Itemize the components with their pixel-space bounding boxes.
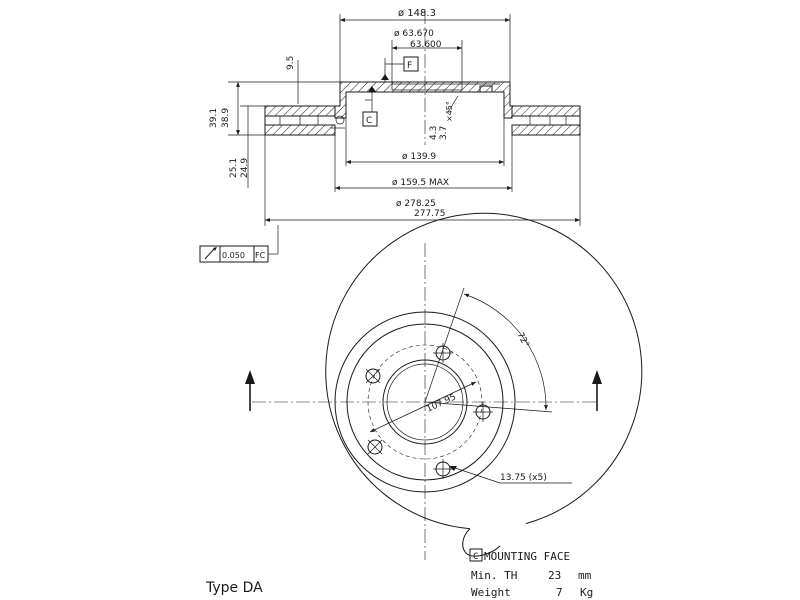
datum-c-label: C [366,116,372,126]
dim-angle: 72° [424,287,553,413]
dim-278-min-label: 277.75 [414,209,446,219]
hub-hat [334,81,513,119]
chamfer-b-label: 3.7 [439,126,449,140]
dim-39: 39.1 38.9 [209,81,290,136]
dim-63-min-label: 63.600 [410,40,442,50]
dim-holes: 13.75 (x5) [448,465,572,484]
dim-9-5-label: 9.5 [286,56,296,70]
bolt-holes [365,343,493,479]
tolerance-value: 0.050 [222,251,245,260]
disc-cutout [462,528,501,557]
bolt-hole [433,459,453,479]
tolerance-ref: FC [255,251,266,260]
datum-f: F [381,56,419,82]
chamfer-a-label: 4.3 [429,126,439,140]
runout-icon [204,248,215,260]
min-th-label: Min. TH [471,569,517,582]
dim-63: ø 63.670 63.600 [391,29,463,84]
right-outer-plate [511,105,581,117]
chamfer-angle-label: ×45° [445,101,454,122]
dim-39-1-label: 39.1 [209,108,219,128]
dim-278: ø 278.25 277.75 [264,135,581,226]
front-view [252,212,643,560]
bolt-hole [365,368,381,384]
dim-159: ø 159.5 MAX [334,135,513,192]
mounting-datum-label: C [473,552,478,562]
datum-c: C [362,86,378,127]
dim-139: ø 139.9 [345,118,505,166]
min-th-value: 23 [548,569,561,582]
mounting-face-label: MOUNTING FACE [484,550,570,563]
dim-angle-label: 72° [514,331,530,350]
datum-f-label: F [407,61,412,71]
dim-148-label: ø 148.3 [398,8,436,19]
dim-25-1-label: 25.1 [229,158,239,178]
weight-unit: Kg [580,586,593,599]
dim-148: ø 148.3 [339,8,511,82]
dim-278-max-label: ø 278.25 [396,199,436,209]
weight-label: Weight [471,586,511,599]
dim-holes-label: 13.75 (x5) [500,473,547,483]
section-view [264,10,581,145]
min-th-unit: mm [578,569,592,582]
dim-159-label: ø 159.5 MAX [392,178,449,188]
section-arrow-left [245,370,255,411]
bolt-hole [367,439,383,455]
bolt-hole [473,402,493,422]
notes: C MOUNTING FACE Min. TH 23 mm Weight 7 K… [205,548,593,599]
tolerance-frame: 0.050 FC [199,225,279,263]
chamfer-note: 4.3 3.7 ×45° [429,95,459,140]
right-inner-plate [511,124,581,136]
type-label: Type DA [205,580,263,596]
dim-24-9-label: 24.9 [240,158,250,178]
mounting-datum-box [469,548,483,562]
dim-9-5: 9.5 [265,56,340,107]
dim-38-9-label: 38.9 [221,108,231,128]
weight-value: 7 [556,586,563,599]
disc-outer-edge [325,212,643,530]
section-arrow-right [592,370,602,411]
left-outer-plate [264,105,336,117]
dim-139-label: ø 139.9 [402,152,436,162]
dim-63-max-label: ø 63.670 [394,29,434,39]
dim-25: 25.1 24.9 [229,105,265,188]
left-inner-plate [264,124,336,136]
bolt-hole [433,343,453,363]
